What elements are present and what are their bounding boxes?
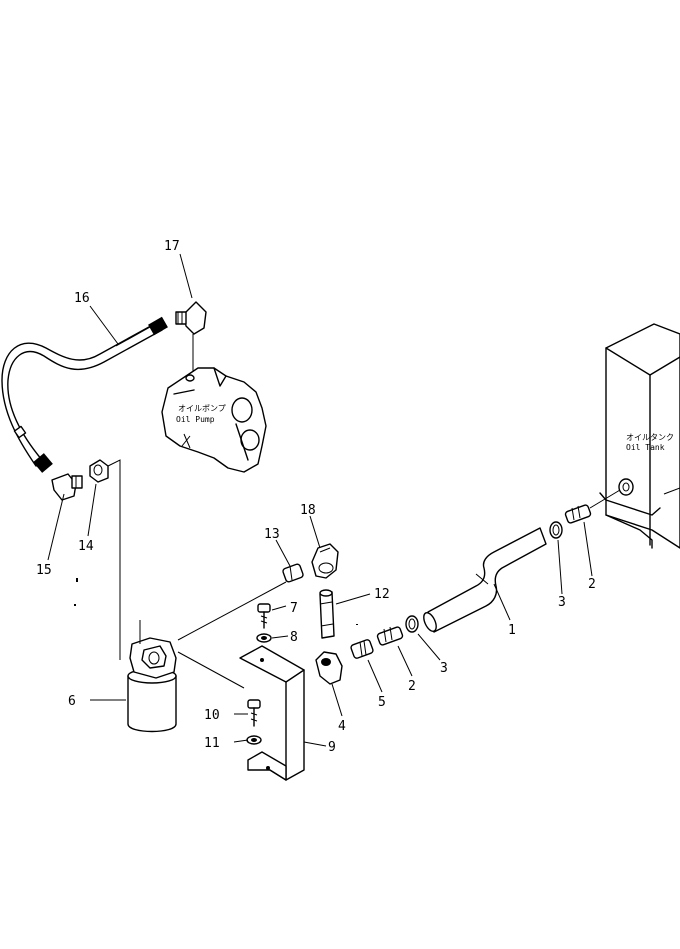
washer-8 (256, 633, 272, 643)
callout-15: 15 (36, 563, 52, 578)
callout-17: 17 (164, 239, 180, 254)
elbow-lower-15 (51, 473, 83, 501)
callout-12: 12 (374, 587, 390, 602)
callout-7: 7 (290, 601, 298, 616)
callout-numbers: 17 16 15 14 13 18 12 7 8 10 11 9 6 4 5 2… (36, 239, 596, 755)
filter-6 (127, 620, 177, 733)
callout-6: 6 (68, 694, 76, 709)
clamp-3-upper (549, 521, 563, 539)
callout-16: 16 (74, 291, 90, 306)
callout-2-lower: 2 (408, 679, 416, 694)
oil-tank-label-jp: オイルタンク (626, 433, 674, 442)
connector-14 (89, 459, 121, 660)
hose-1 (423, 527, 547, 633)
callout-4: 4 (338, 719, 346, 734)
nipple-2-upper (564, 489, 621, 524)
elbow-top-18 (311, 543, 339, 579)
bracket-9 (177, 645, 305, 781)
callout-18: 18 (300, 503, 316, 518)
connector-5 (350, 639, 374, 659)
callout-14: 14 (78, 539, 94, 554)
callout-8: 8 (290, 630, 298, 645)
elbow-fitting-4 (315, 651, 343, 685)
callout-11: 11 (204, 736, 220, 751)
pipe-nipple-12 (319, 589, 335, 639)
tank-port (618, 478, 634, 496)
callout-3-upper: 3 (558, 595, 566, 610)
oil-tank: オイルタンク Oil Tank (599, 323, 680, 549)
callout-9: 9 (328, 740, 336, 755)
callout-leaders (47, 253, 593, 747)
callout-10: 10 (204, 708, 220, 723)
callout-5: 5 (378, 695, 386, 710)
connector-13 (177, 563, 304, 641)
scan-specks (74, 578, 358, 625)
washer-11 (246, 735, 262, 745)
callout-2-upper: 2 (588, 577, 596, 592)
nipple-2-lower (376, 626, 404, 646)
oil-tank-label-en: Oil Tank (626, 443, 665, 452)
callout-13: 13 (264, 527, 280, 542)
bolt-7 (257, 603, 271, 629)
callout-3-lower: 3 (440, 661, 448, 676)
oil-pump: オイルポンプ Oil Pump (161, 367, 267, 473)
oil-pump-label-jp: オイルポンプ (178, 404, 226, 413)
bolt-10 (247, 699, 261, 727)
elbow-pump-17 (175, 301, 207, 372)
callout-1: 1 (508, 623, 516, 638)
tube-16 (1, 316, 168, 473)
clamp-3-lower (405, 615, 419, 633)
oil-pump-label-en: Oil Pump (176, 415, 215, 424)
